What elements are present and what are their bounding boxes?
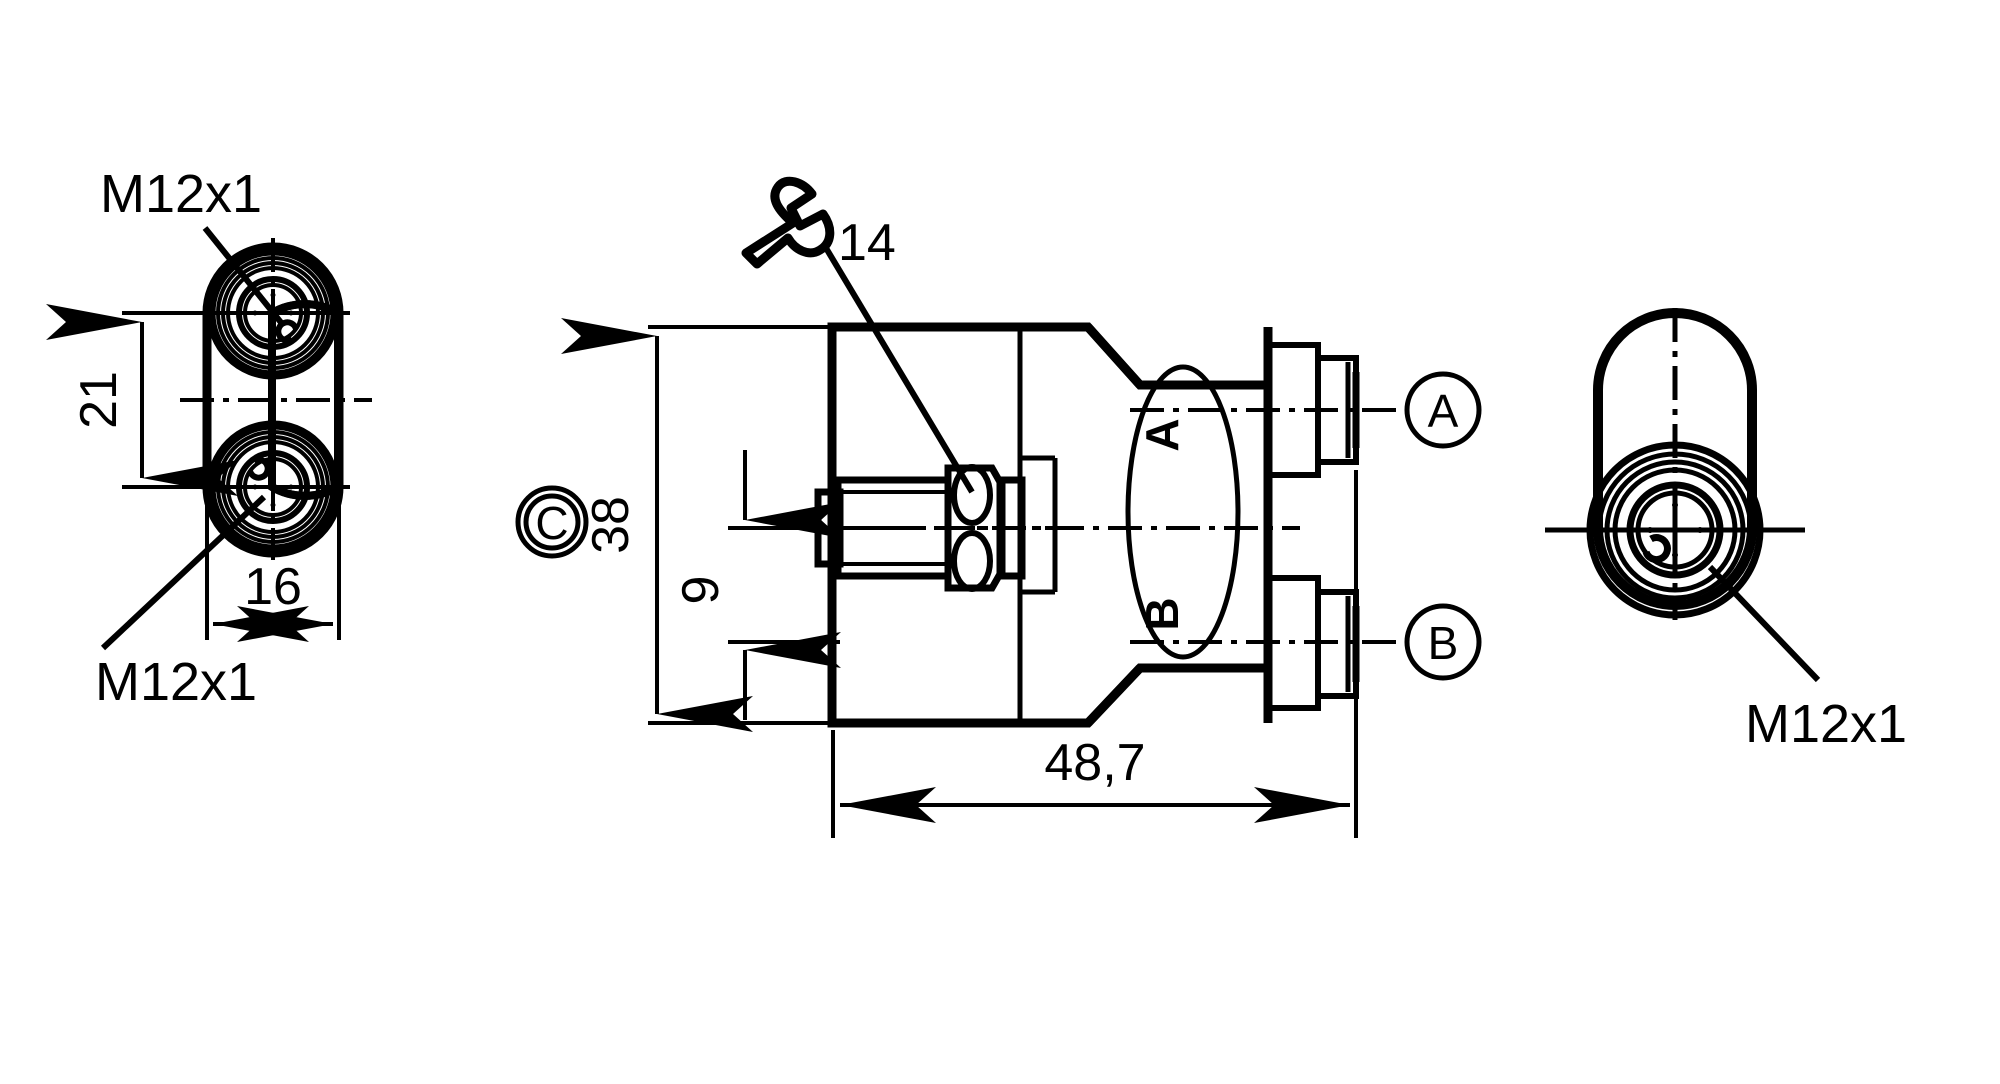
dimension-label-38: 38: [582, 496, 640, 554]
dimension-label-48-7: 48,7: [1044, 734, 1145, 792]
middle-nameplate-oval: [1125, 364, 1241, 660]
middle-side-view: A B A B: [515, 176, 1482, 838]
port-b-balloon-circle: [1404, 603, 1482, 681]
port-label-a-body: A: [1136, 418, 1188, 451]
port-label-b-body: B: [1136, 597, 1188, 630]
wrench-leader-line: [823, 246, 975, 494]
right-end-view: M12x1: [1545, 308, 1907, 754]
wrench-icon: [741, 176, 835, 269]
leader-line-m12-bottom: [100, 494, 267, 651]
leader-line-m12-top: [202, 226, 286, 327]
dimension-label-16: 16: [244, 558, 302, 616]
middle-body-outline: [827, 322, 1273, 728]
port-a-balloon-circle: [1404, 371, 1482, 449]
left-end-view: 21 16 M12x1 M12x1: [46, 164, 372, 712]
label-m12x1-top: M12x1: [100, 164, 262, 224]
label-m12x1-bottom: M12x1: [95, 652, 257, 712]
dimension-label-9: 9: [672, 576, 730, 605]
view-marker-c-label: C: [535, 497, 568, 549]
dimension-label-21: 21: [70, 371, 128, 429]
label-m12x1-right: M12x1: [1745, 694, 1907, 754]
port-a-balloon-label: A: [1428, 385, 1459, 437]
leader-line-m12-right: [1707, 564, 1821, 683]
wrench-size-label: 14: [838, 214, 896, 272]
port-b-balloon-label: B: [1428, 617, 1459, 669]
middle-left-connector: [800, 464, 1060, 592]
